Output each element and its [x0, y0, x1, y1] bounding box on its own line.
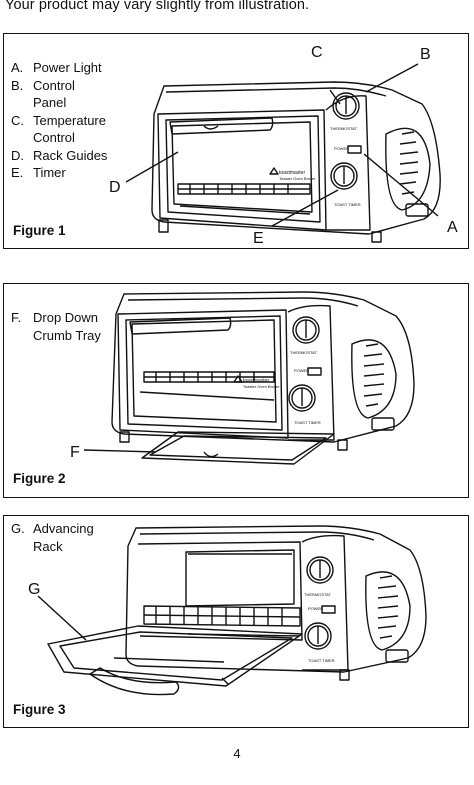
callout-f: F: [70, 444, 80, 461]
legend-item: C.Temperature Control: [11, 112, 106, 146]
power-text: POWER: [308, 606, 323, 611]
page-number: 4: [233, 746, 241, 761]
timer-text: TOAST TIMER: [334, 202, 361, 207]
thermostat-text: THERMOSTAT: [330, 126, 358, 131]
legend-item: F.Drop Down Crumb Tray: [11, 310, 101, 343]
figure-2-panel: toastmaster Toaster Oven Broiler THERMOS…: [3, 283, 469, 498]
model-text: Toaster Oven Broiler: [243, 384, 280, 389]
power-text: POWER: [294, 368, 309, 373]
figure-2-legend: F.Drop Down Crumb Tray: [11, 309, 108, 344]
legend-item: D.Rack Guides: [11, 147, 108, 163]
figure-1-panel: toastmaster Toaster Oven Broiler THERMOS…: [3, 33, 469, 249]
callout-g: G: [28, 581, 40, 598]
callout-e: E: [253, 230, 264, 247]
legend-item: A.Power Light: [11, 60, 102, 75]
thermostat-text: THERMOSTAT: [290, 350, 318, 355]
thermostat-text: THERMOSTAT: [304, 592, 332, 597]
brand-text: toastmaster: [279, 170, 305, 176]
timer-text: TOAST TIMER: [294, 420, 321, 425]
callout-c: C: [311, 44, 323, 61]
legend-item: G.Advancing Rack: [11, 521, 94, 554]
callout-a: A: [447, 219, 458, 236]
figure-2-label: Figure 2: [13, 471, 66, 486]
figure-3-label: Figure 3: [13, 702, 66, 717]
figure-1-legend: A.Power Light B.Control Panel C.Temperat…: [11, 59, 108, 182]
callout-d: D: [109, 179, 121, 196]
model-text: Toaster Oven Broiler: [279, 176, 316, 181]
advancing-rack-illustration: THERMOSTAT POWER TOAST TIMER G: [28, 525, 427, 696]
power-text: POWER: [334, 146, 349, 151]
legend-item: B.Control Panel: [11, 77, 75, 111]
figure-1-label: Figure 1: [13, 223, 66, 238]
figure-3-panel: THERMOSTAT POWER TOAST TIMER G G.Advanci…: [3, 515, 469, 728]
figure-3-legend: G.Advancing Rack: [11, 520, 108, 555]
callout-b: B: [420, 46, 431, 63]
crumb-tray-illustration: toastmaster Toaster Oven Broiler THERMOS…: [70, 291, 415, 465]
oven-illustration: toastmaster Toaster Oven Broiler THERMOS…: [109, 44, 458, 247]
brand-text: toastmaster: [243, 378, 269, 384]
legend-item: E.Timer: [11, 165, 66, 180]
timer-text: TOAST TIMER: [308, 658, 335, 663]
page-header: Your product may vary slightly from illu…: [5, 0, 310, 13]
